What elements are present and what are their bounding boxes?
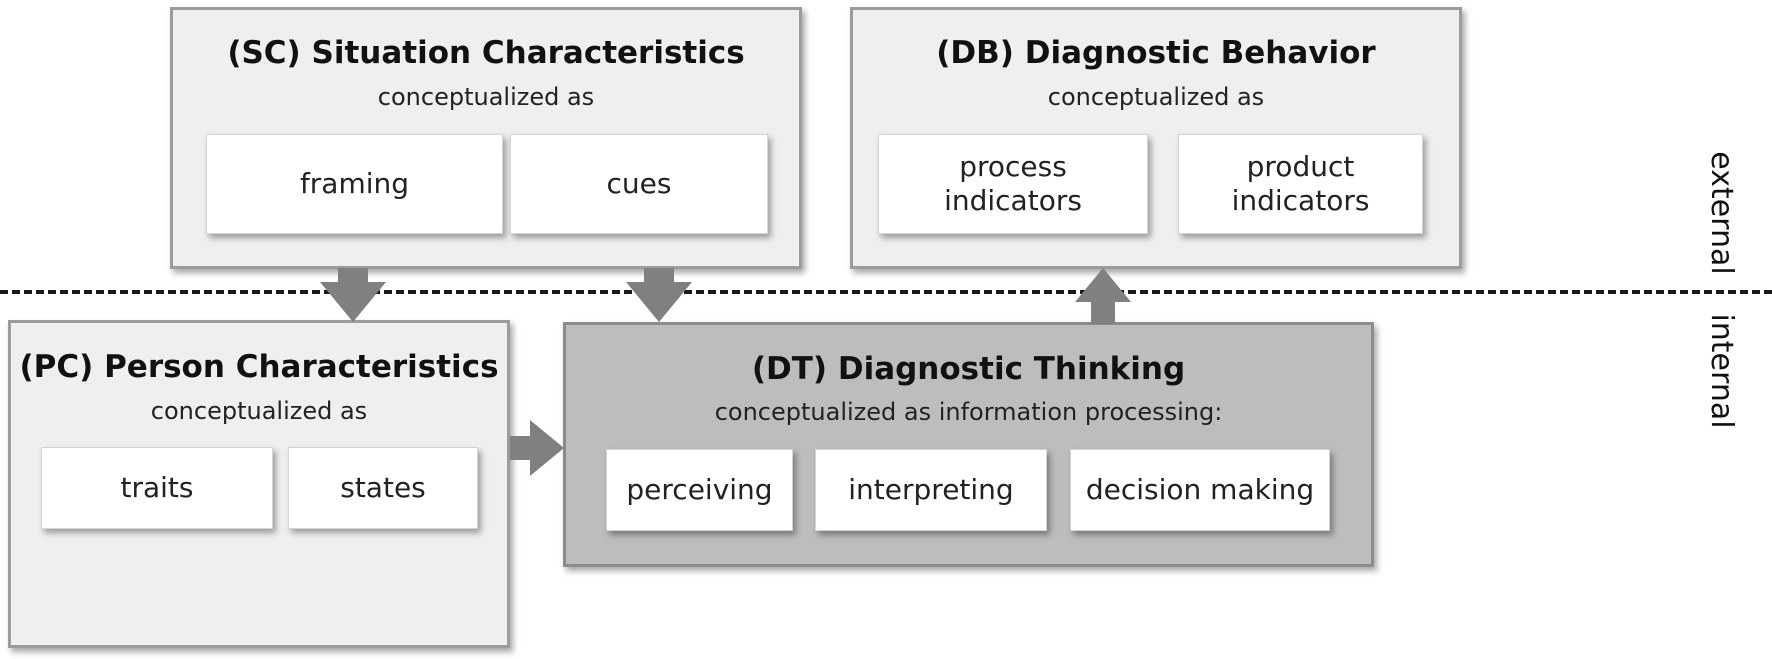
framing-label: framing: [299, 167, 410, 200]
product-indicators-box: product indicators: [1178, 134, 1423, 234]
perceiving-label: perceiving: [626, 473, 773, 506]
sc-title: (SC) Situation Characteristics: [227, 35, 745, 71]
pc-title: (PC) Person Characteristics: [19, 349, 499, 385]
states-label: states: [340, 471, 426, 504]
situation-characteristics-panel: (SC) Situation Characteristics conceptua…: [170, 7, 802, 269]
interpreting-box: interpreting: [815, 449, 1047, 531]
person-characteristics-panel: (PC) Person Characteristics conceptualiz…: [8, 320, 510, 648]
dt-title: (DT) Diagnostic Thinking: [751, 351, 1186, 387]
cues-box: cues: [510, 134, 768, 234]
process-indicators-box: process indicators: [878, 134, 1148, 234]
external-internal-divider: [0, 290, 1772, 294]
states-box: states: [288, 447, 478, 529]
diagnostic-behavior-panel: (DB) Diagnostic Behavior conceptualized …: [850, 7, 1462, 269]
cues-label: cues: [606, 167, 672, 200]
db-title: (DB) Diagnostic Behavior: [936, 35, 1376, 71]
decision-making-box: decision making: [1070, 449, 1330, 531]
traits-box: traits: [41, 447, 273, 529]
db-subtitle: conceptualized as: [1047, 83, 1265, 111]
dt-to-db-arrow: [1075, 268, 1131, 324]
dt-subtitle: conceptualized as information processing…: [714, 398, 1223, 426]
process-indicators-label: process indicators: [944, 150, 1082, 217]
sc-to-dt-arrow: [626, 268, 692, 322]
diagnostic-thinking-panel: (DT) Diagnostic Thinking conceptualized …: [563, 322, 1374, 567]
decision-making-label: decision making: [1085, 473, 1315, 506]
external-label: external: [1704, 151, 1739, 275]
interpreting-label: interpreting: [848, 473, 1014, 506]
perceiving-box: perceiving: [606, 449, 793, 531]
sc-to-pc-arrow: [320, 268, 386, 322]
framing-box: framing: [206, 134, 503, 234]
pc-subtitle: conceptualized as: [150, 397, 368, 425]
pc-to-dt-arrow: [510, 420, 564, 476]
internal-label: internal: [1704, 313, 1739, 429]
traits-label: traits: [120, 471, 194, 504]
product-indicators-label: product indicators: [1231, 150, 1370, 217]
sc-subtitle: conceptualized as: [377, 83, 595, 111]
